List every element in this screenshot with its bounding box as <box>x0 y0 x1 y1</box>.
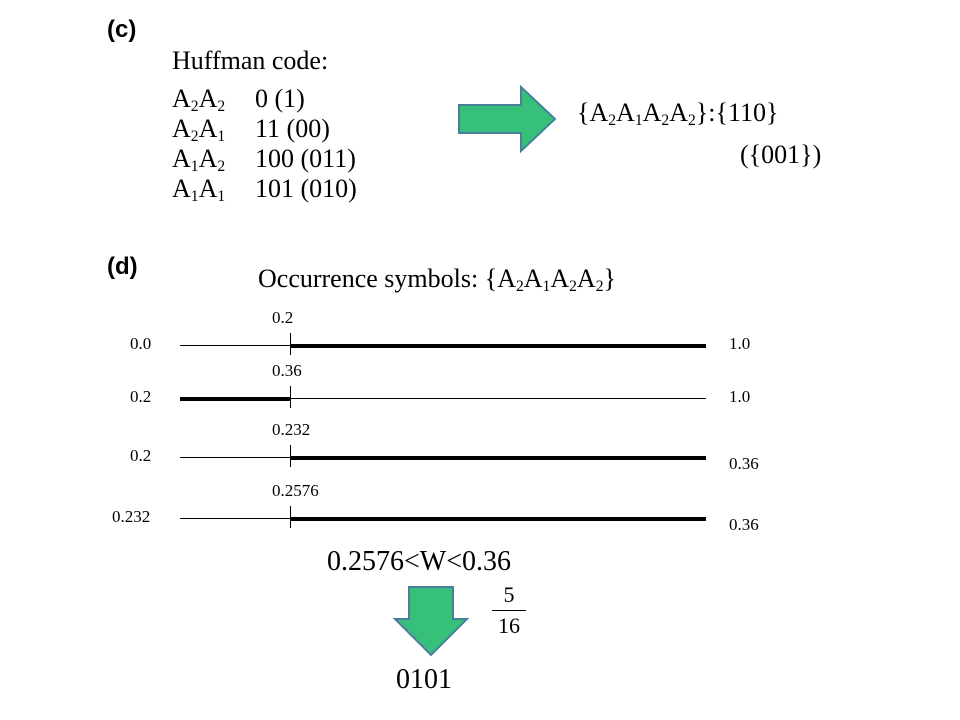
encoded-sequence: {A2A1A2A2}:{110} <box>577 98 779 129</box>
split-tick <box>290 506 291 528</box>
interval-line <box>180 398 706 399</box>
result-symbol: A2 <box>589 98 617 129</box>
panel-d-label: (d) <box>107 253 138 280</box>
code-symbol-pair: A2A1 <box>172 114 226 145</box>
interval-right-label: 1.0 <box>729 334 751 353</box>
code-symbol-pair: A1A1 <box>172 174 226 205</box>
interval-left-label: 0.0 <box>130 334 152 353</box>
interval-left-label: 0.232 <box>112 507 151 526</box>
interval-right-label: 0.36 <box>729 454 759 473</box>
interval-left-label: 0.2 <box>130 387 152 406</box>
code-symbol-pair: A2A2 <box>172 84 226 115</box>
code-row: A2A2 0 (1) <box>172 84 357 114</box>
fraction-denominator: 16 <box>498 613 520 638</box>
interval-split-label: 0.232 <box>272 420 311 439</box>
interval-split-label: 0.36 <box>272 361 302 380</box>
interval-split-label: 0.2 <box>272 308 294 327</box>
panel-c-label: (c) <box>107 16 137 43</box>
split-tick <box>290 333 291 355</box>
right-arrow-icon <box>458 85 557 153</box>
occurrence-symbol: A2 <box>576 264 604 295</box>
code-symbol-pair: A1A2 <box>172 144 226 175</box>
selected-subinterval <box>290 517 706 521</box>
range-result: 0.2576<W<0.36 <box>327 546 512 577</box>
interval-right-label: 0.36 <box>729 515 759 534</box>
selected-subinterval <box>180 397 290 401</box>
down-arrow-icon <box>393 586 469 657</box>
result-symbol: A2 <box>669 98 696 129</box>
fraction: 5 16 <box>492 582 526 639</box>
code-value: 0 (1) <box>255 84 305 113</box>
result-symbol: A1 <box>616 98 643 129</box>
split-tick <box>290 445 291 467</box>
occurrence-symbol: A1 <box>523 264 551 295</box>
interval-right-label: 1.0 <box>729 387 751 406</box>
code-value: 11 (00) <box>255 114 330 143</box>
binary-result: 0101 <box>396 664 452 695</box>
code-row: A1A1 101 (010) <box>172 174 357 204</box>
interval-split-label: 0.2576 <box>272 481 319 500</box>
occurrence-symbol: A2 <box>550 264 577 295</box>
code-value: 101 (010) <box>255 174 357 203</box>
occurrence-symbol: A2 <box>497 264 524 295</box>
code-value: 100 (011) <box>255 144 356 173</box>
encoded-alt: ({001}) <box>740 140 822 169</box>
interval-left-label: 0.2 <box>130 446 152 465</box>
code-row: A2A1 11 (00) <box>172 114 357 144</box>
code-row: A1A2 100 (011) <box>172 144 357 174</box>
selected-subinterval <box>290 456 706 460</box>
huffman-title: Huffman code: <box>172 46 329 75</box>
split-tick <box>290 386 291 408</box>
huffman-code-table: A2A2 0 (1) A2A1 11 (00) A1A2 100 (011) A1A1 101… <box>172 84 357 204</box>
fraction-numerator: 5 <box>503 582 515 607</box>
result-symbol: A2 <box>642 98 670 129</box>
occurrence-symbols: Occurrence symbols: {A2A1A2A2} <box>258 264 616 295</box>
selected-subinterval <box>290 344 706 348</box>
